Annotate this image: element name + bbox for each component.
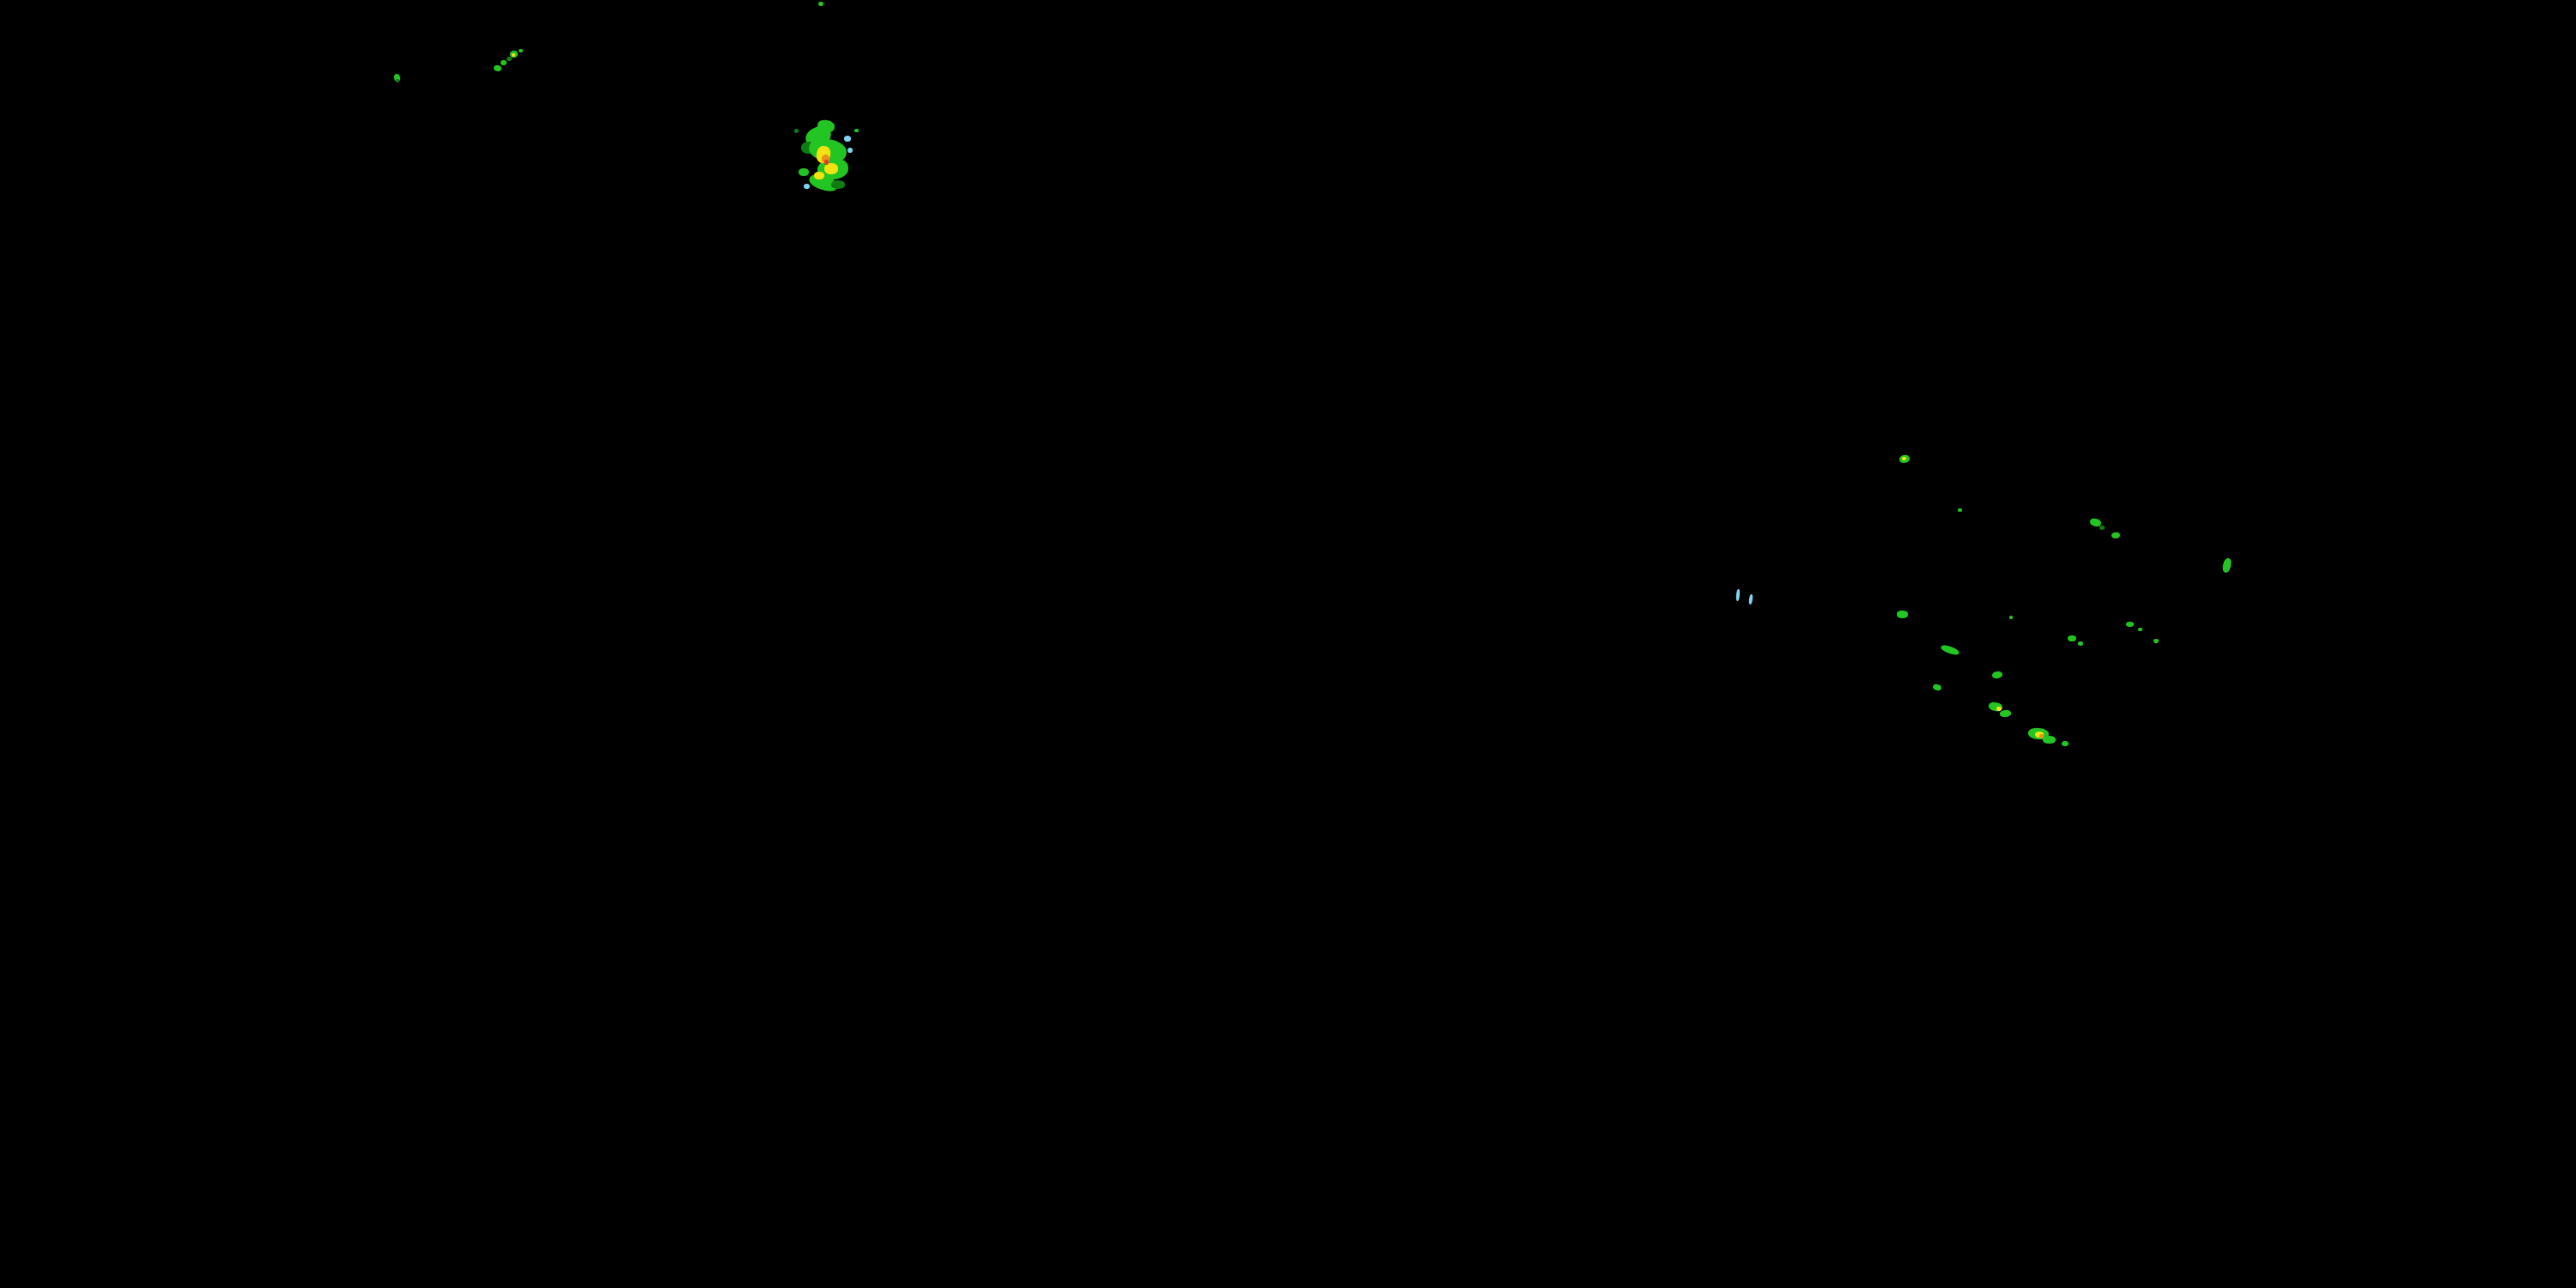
radar-echo [2154,639,2159,643]
radar-echo [1748,593,1753,605]
radar-echo [2043,736,2056,744]
radar-echo [1996,707,2002,711]
radar-echo [501,60,507,65]
radar-echo [804,184,810,189]
radar-echo [799,168,809,176]
radar-echo [2062,741,2069,746]
radar-echo [1932,683,1942,692]
radar-echo [2039,734,2044,738]
radar-echo [822,155,829,163]
radar-echo [818,2,823,6]
radar-echo [2111,532,2121,539]
radar-echo [1940,643,1960,657]
radar-echo [831,180,845,189]
radar-echo [519,49,523,52]
radar-echo [854,129,859,132]
radar-echo [2126,622,2134,627]
radar-echo [2221,557,2233,574]
radar-echo [848,148,853,153]
radar-echo [2068,635,2076,641]
radar-echo [1999,709,2012,718]
radar-echo [1991,671,2003,679]
radar-echo [1897,611,1908,618]
radar-echo [794,129,799,133]
radar-echo [844,136,851,142]
radar-echo [1958,508,1962,512]
radar-echo [824,163,838,174]
radar-echo [814,172,824,179]
radar-echo [2009,616,2013,619]
radar-echo [2138,628,2142,631]
radar-echo [824,160,829,165]
radar-echo [2078,641,2083,646]
radar-echo [1902,457,1906,460]
radar-echo [493,64,502,72]
radar-echo [1735,588,1741,602]
radar-echo [396,79,399,82]
radar-echo [2099,526,2105,530]
radar-echo [512,53,515,57]
radar-echo [507,57,512,61]
